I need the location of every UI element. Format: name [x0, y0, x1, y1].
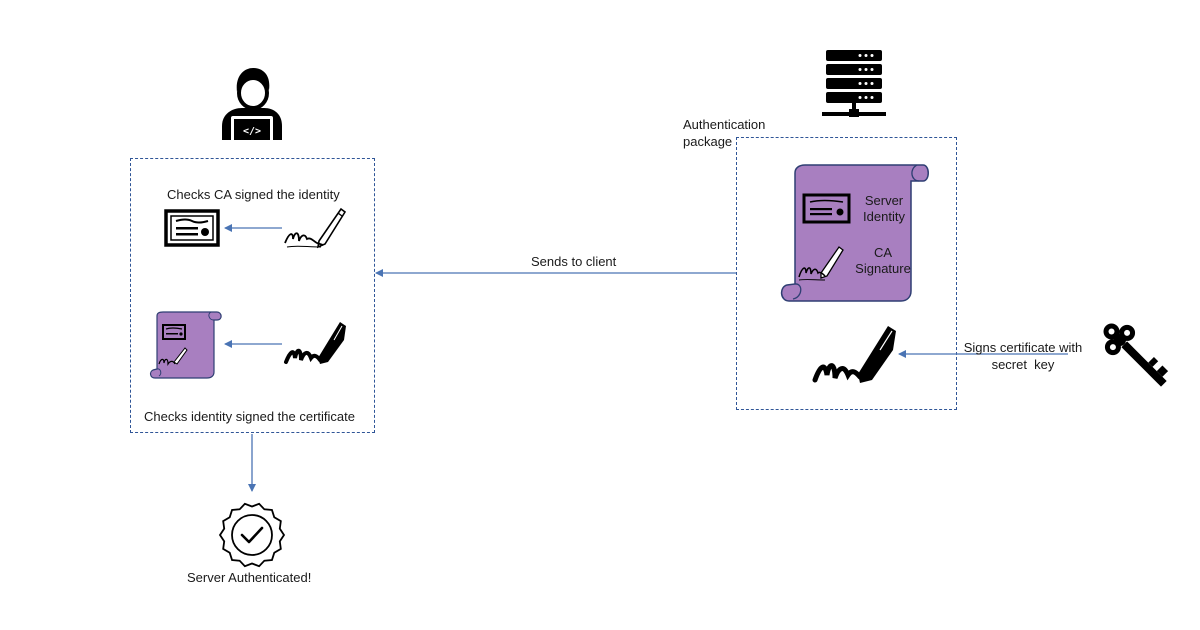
- scroll-signature-line2: Signature: [855, 261, 911, 276]
- signs-label-line1: Signs certificate with: [963, 340, 1083, 355]
- filled-pen-signature-icon: [284, 322, 346, 364]
- signs-certificate-label: Signs certificate with secret key: [960, 339, 1086, 373]
- ca-signature-pen-icon: [798, 246, 844, 281]
- scroll-identity-line2: Identity: [863, 209, 905, 224]
- scroll-signature-text: CA Signature: [852, 245, 914, 277]
- server-identity-certificate-icon: [802, 193, 851, 224]
- authentication-package-box: [736, 137, 957, 410]
- pen-signature-icon: [284, 207, 347, 249]
- server-filled-pen-signature-icon: [812, 326, 896, 383]
- server-authenticated-label: Server Authenticated!: [187, 570, 312, 585]
- server-icon: [822, 50, 886, 117]
- authentication-scroll-icon: [780, 164, 929, 302]
- scroll-identity-line1: Server: [864, 193, 904, 208]
- package-label-line2: package: [683, 134, 733, 149]
- scroll-signature-line1: CA: [873, 245, 893, 260]
- client-verification-box: [130, 158, 375, 433]
- check-ca-label: Checks CA signed the identity: [167, 187, 340, 202]
- signs-label-line2: secret key: [991, 357, 1055, 372]
- certificate-scroll-icon: [149, 311, 222, 379]
- scroll-identity-text: Server Identity: [855, 193, 913, 225]
- authentication-package-label: Authentication package: [683, 116, 765, 150]
- developer-icon: </>: [222, 68, 282, 142]
- package-label-line1: Authentication: [683, 117, 766, 132]
- svg-text:</>: </>: [243, 126, 261, 137]
- sends-to-client-label: Sends to client: [531, 254, 617, 269]
- certificate-icon: [164, 209, 220, 247]
- verified-badge-icon: [218, 502, 286, 568]
- check-identity-label: Checks identity signed the certificate: [144, 409, 355, 424]
